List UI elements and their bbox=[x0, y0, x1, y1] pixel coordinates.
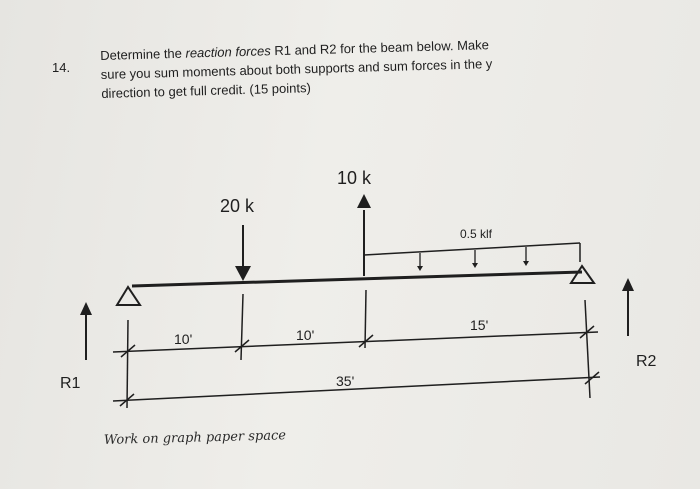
left-pin-support bbox=[115, 285, 142, 306]
dimension-label-10b: 10' bbox=[296, 327, 314, 343]
distributed-load-label: 0.5 klf bbox=[460, 227, 493, 241]
r1-arrowhead bbox=[80, 302, 92, 315]
handwritten-note: Work on graph paper space bbox=[104, 428, 287, 448]
dimension-line-segments bbox=[112, 331, 599, 353]
dimension-ticks-total bbox=[119, 371, 600, 407]
dimension-ticks-segments bbox=[120, 325, 595, 358]
load-20k-arrowhead bbox=[235, 266, 251, 281]
dimension-label-35: 35' bbox=[336, 373, 354, 389]
r2-arrowhead bbox=[622, 278, 634, 291]
question-number: 14. bbox=[52, 60, 71, 75]
distributed-load bbox=[363, 242, 581, 271]
right-roller-support bbox=[569, 264, 596, 284]
load-10k-label: 10 k bbox=[337, 168, 372, 188]
beam bbox=[131, 270, 583, 288]
dimension-label-10a: 10' bbox=[174, 331, 192, 347]
r2-label: R2 bbox=[636, 353, 657, 370]
r1-label: R1 bbox=[60, 375, 81, 392]
load-10k-arrowhead bbox=[357, 194, 371, 208]
load-20k-label: 20 k bbox=[220, 196, 255, 216]
dimension-line-total bbox=[112, 376, 601, 402]
dimension-extension-lines bbox=[126, 289, 591, 409]
dimension-label-15: 15' bbox=[470, 317, 488, 333]
